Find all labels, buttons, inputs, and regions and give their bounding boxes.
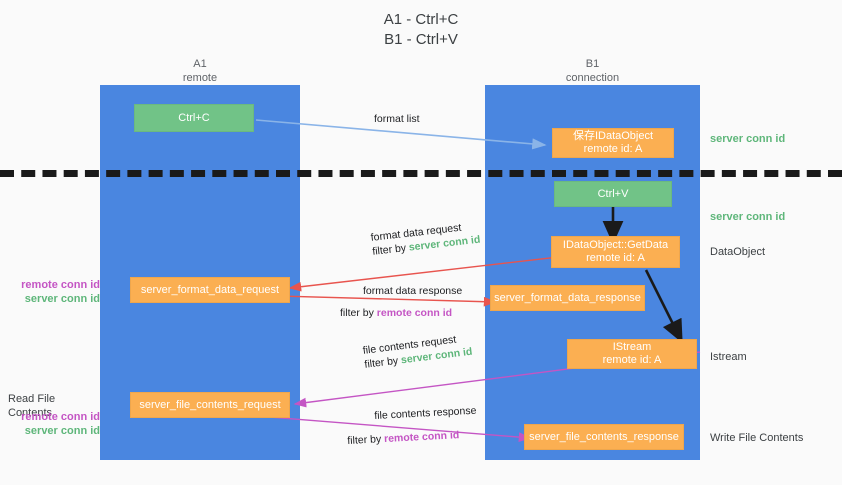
- title-line-1: A1 - Ctrl+C: [383, 11, 459, 28]
- box-save-idataobject[interactable]: 保存IDataObject remote id: A: [552, 128, 674, 158]
- annotation-server-conn-id-1: server conn id: [24, 293, 100, 305]
- column-a1-name: A1: [193, 58, 207, 70]
- box-server-format-data-request-label: server_format_data_request: [140, 283, 280, 296]
- label-file-contents-response-filter: filter by remote conn id: [347, 428, 460, 448]
- phase-divider: [0, 170, 842, 177]
- label-file-contents-response-filter-pre: filter by: [347, 433, 385, 447]
- label-format-list: format list: [374, 113, 420, 125]
- label-format-data-response-filter: filter by remote conn id: [340, 306, 452, 320]
- label-file-contents-response: file contents response: [374, 404, 477, 422]
- column-header-a1: A1 remote: [100, 57, 300, 85]
- box-idataobject-getdata[interactable]: IDataObject::GetData remote id: A: [551, 236, 680, 268]
- label-format-data-response-filter-pre: filter by: [340, 307, 377, 319]
- box-server-format-data-request[interactable]: server_format_data_request: [130, 277, 290, 303]
- label-format-data-response-filter-key: remote conn id: [376, 307, 453, 319]
- box-idataobject-getdata-line1: IDataObject::GetData: [562, 239, 669, 251]
- label-group-format-data-request: format data request filter by server con…: [370, 219, 481, 259]
- label-format-data-response: format data response: [363, 285, 463, 297]
- box-save-idataobject-line2: remote id: A: [583, 143, 643, 155]
- box-server-file-contents-request-label: server_file_contents_request: [139, 398, 281, 411]
- annotation-write-file-contents: Write File Contents: [710, 432, 804, 444]
- box-server-file-contents-request[interactable]: server_file_contents_request: [130, 392, 290, 418]
- box-istream-line2: remote id: A: [602, 354, 662, 366]
- column-a1-sub: remote: [182, 72, 218, 84]
- box-istream-line1: IStream: [612, 341, 652, 353]
- annotation-group-conn-ids-2: remote conn id server conn id: [8, 410, 100, 438]
- box-server-file-contents-response-label: server_file_contents_response: [529, 430, 679, 443]
- box-idataobject-getdata-line2: remote id: A: [586, 252, 645, 264]
- annotation-server-conn-id-2: server conn id: [24, 425, 100, 437]
- annotation-server-conn-id-top: server conn id: [710, 133, 786, 145]
- column-b1-sub: connection: [565, 72, 620, 84]
- column-b1-name: B1: [585, 58, 600, 70]
- box-save-idataobject-line1: 保存IDataObject: [572, 130, 654, 142]
- label-file-contents-request-filter-pre: filter by: [363, 354, 402, 371]
- label-group-file-contents-request: file contents request filter by server c…: [362, 331, 473, 372]
- box-server-format-data-response[interactable]: server_format_data_response: [490, 285, 645, 311]
- annotation-istream: Istream: [710, 351, 747, 363]
- label-file-contents-response-filter-key: remote conn id: [383, 429, 460, 446]
- annotation-remote-conn-id-2: remote conn id: [21, 411, 100, 423]
- annotation-read-file-contents: Read File Contents: [8, 393, 56, 419]
- box-server-file-contents-response[interactable]: server_file_contents_response: [524, 424, 684, 450]
- title-line-2: B1 - Ctrl+V: [384, 31, 458, 48]
- column-header-b1: B1 connection: [485, 57, 700, 85]
- box-server-format-data-response-label: server_format_data_response: [494, 291, 641, 304]
- annotation-dataobject: DataObject: [710, 246, 766, 258]
- annotation-group-conn-ids-1: remote conn id server conn id: [8, 278, 100, 306]
- annotation-server-conn-id-mid: server conn id: [710, 211, 786, 223]
- diagram-title: A1 - Ctrl+C B1 - Ctrl+V: [0, 10, 842, 50]
- label-format-data-request-filter-pre: filter by: [371, 241, 410, 258]
- box-ctrl-v-label: Ctrl+V: [597, 187, 629, 200]
- box-ctrl-c[interactable]: Ctrl+C: [134, 104, 254, 132]
- box-ctrl-v[interactable]: Ctrl+V: [554, 181, 672, 207]
- box-ctrl-c-label: Ctrl+C: [178, 111, 210, 124]
- box-istream[interactable]: IStream remote id: A: [567, 339, 697, 369]
- annotation-remote-conn-id-1: remote conn id: [21, 279, 100, 291]
